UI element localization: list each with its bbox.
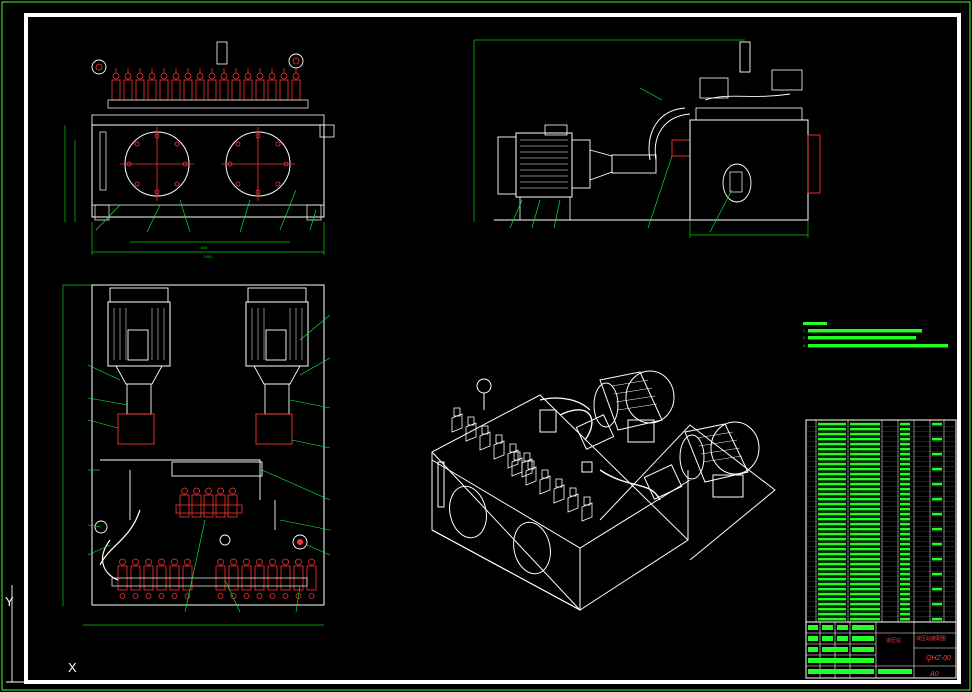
tb-designer-label: 液压站装配图 xyxy=(916,635,946,642)
ucs-icon: Y X xyxy=(5,585,77,683)
title-block: 液压站 液压站装配图 QHZ-00 A0 xyxy=(805,621,957,679)
parts-list xyxy=(805,419,957,623)
tb-drawing-code: QHZ-00 xyxy=(926,655,951,662)
iso-view xyxy=(431,370,776,611)
ucs-y-label: Y xyxy=(5,594,14,609)
inner-frame xyxy=(24,13,961,684)
svg-text:1.: 1. xyxy=(803,329,806,333)
svg-text:2.: 2. xyxy=(803,336,806,340)
svg-text:800: 800 xyxy=(201,245,208,250)
tb-name-label: 液压站 xyxy=(886,637,901,644)
ucs-x-label: X xyxy=(68,660,77,675)
svg-text:1000: 1000 xyxy=(204,254,214,259)
front-view: 800 1000 xyxy=(64,41,335,259)
top-view xyxy=(62,284,331,626)
technical-notes: 1. 2. 3. xyxy=(803,322,948,348)
svg-text:3.: 3. xyxy=(803,344,806,348)
side-view xyxy=(473,39,821,238)
tb-sheet-size: A0 xyxy=(929,671,939,678)
